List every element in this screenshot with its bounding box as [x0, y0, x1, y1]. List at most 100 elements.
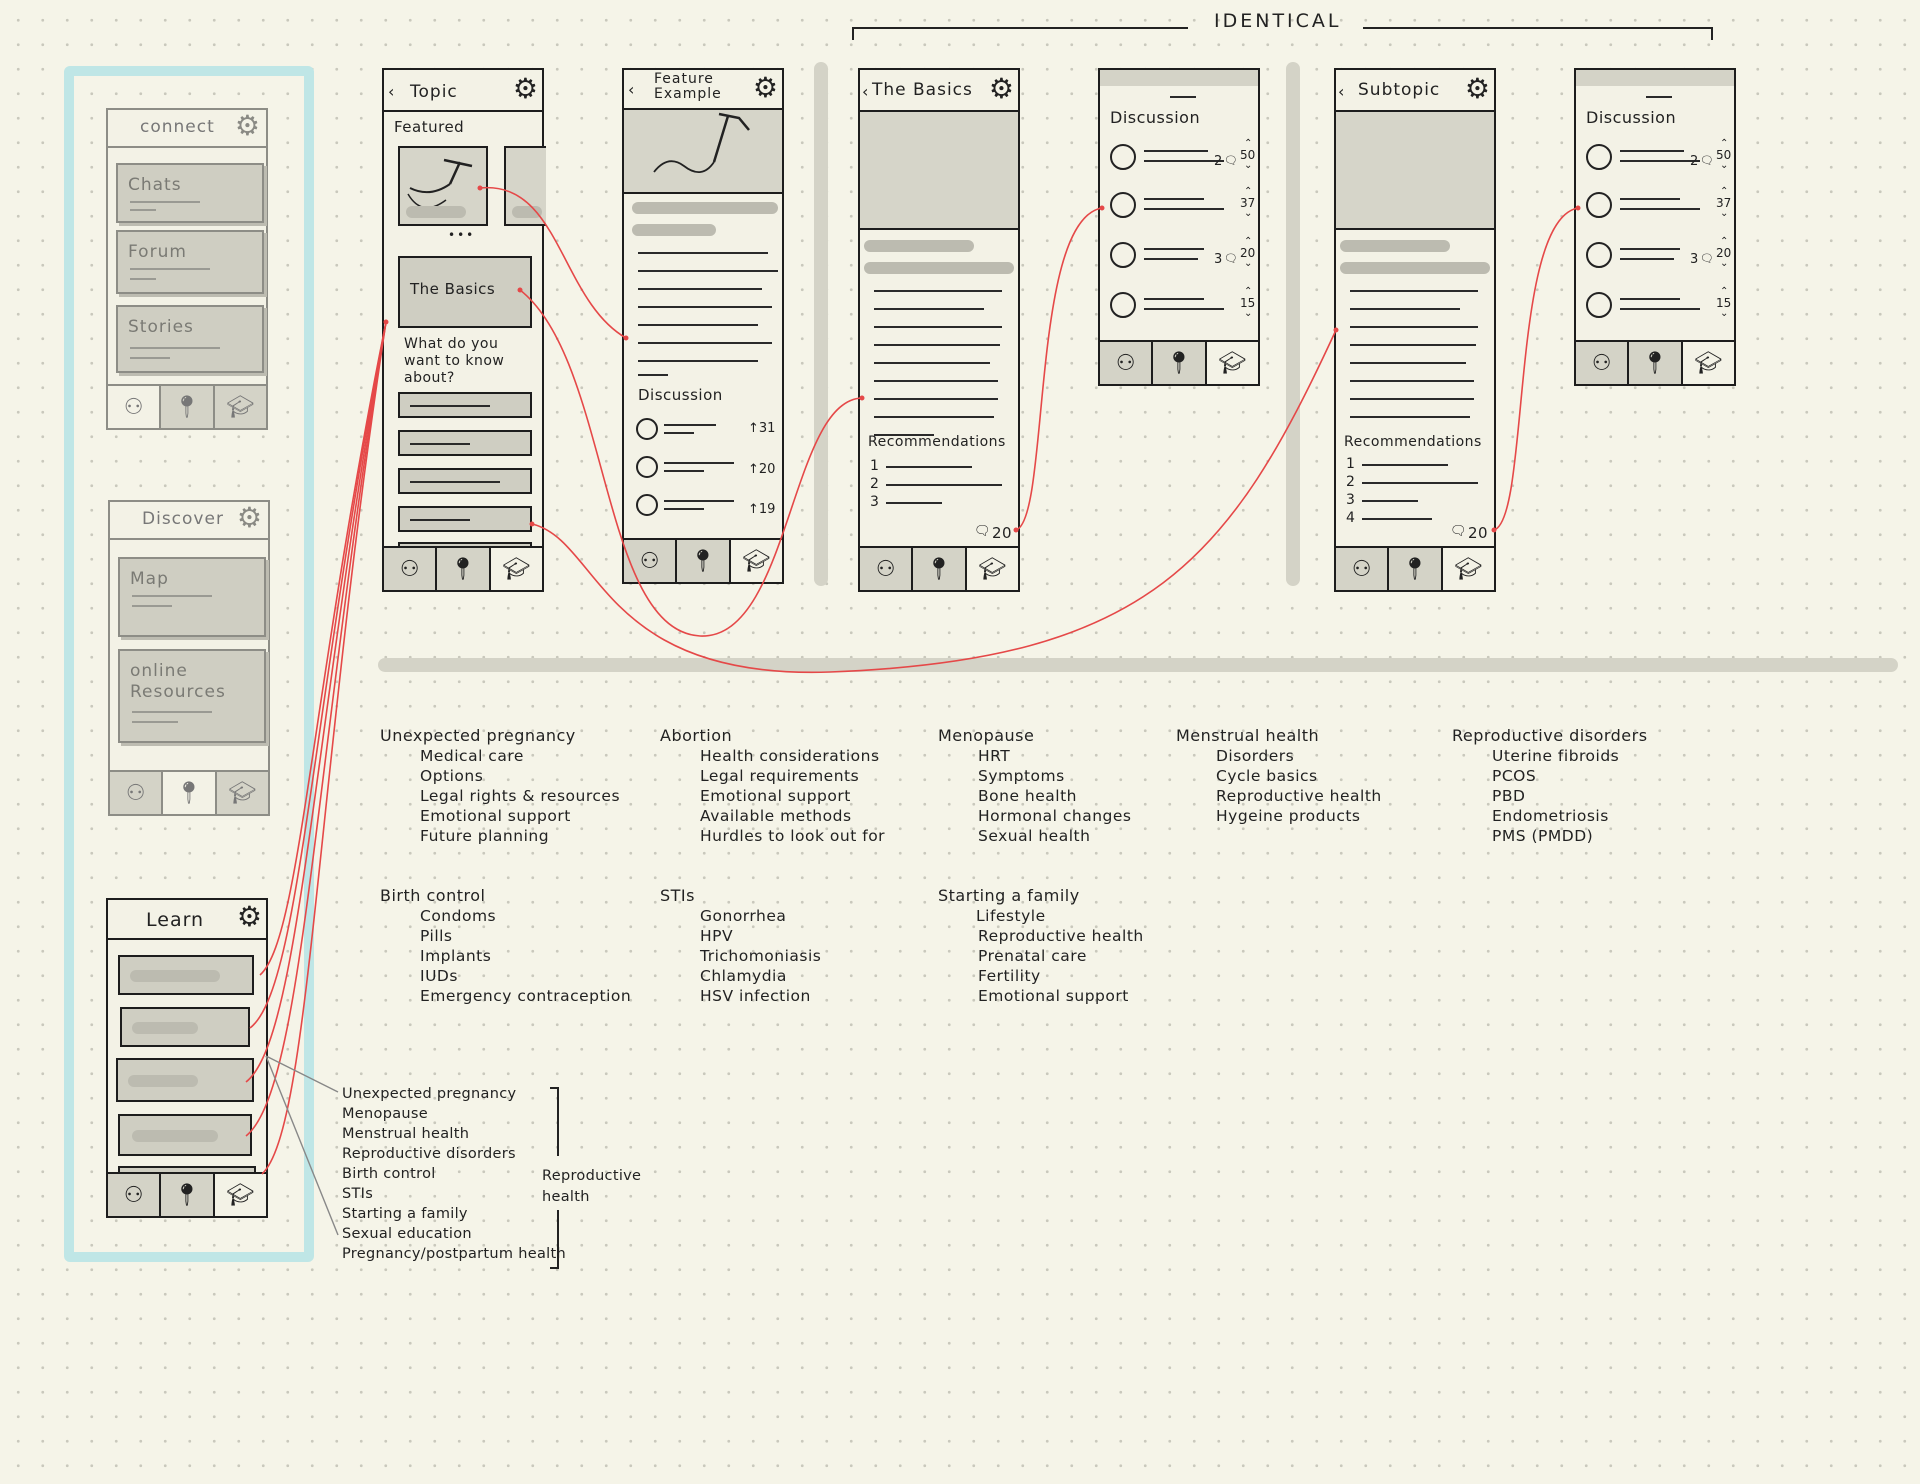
graduation-cap-icon[interactable]: 🎓︎ — [214, 386, 266, 428]
gear-icon[interactable]: ⚙ — [236, 501, 262, 534]
comment-icon[interactable]: 🗨︎ — [974, 524, 992, 539]
comment-count[interactable]: 3 — [1214, 252, 1223, 267]
upvote-icon[interactable]: ⌃ — [1720, 286, 1729, 297]
discover-screen: Discover ⚙ Map online Resources ⚇ 📍︎ 🎓︎ — [108, 500, 270, 816]
map-pin-icon[interactable]: 📍︎ — [163, 772, 217, 814]
comment-icon[interactable]: 🗨︎ — [1224, 252, 1238, 265]
comment-icon[interactable]: 🗨︎ — [1700, 154, 1714, 167]
graduation-cap-icon[interactable]: 🎓︎ — [966, 548, 1018, 590]
vote-count[interactable]: ↑19 — [748, 502, 776, 517]
comment-count[interactable]: 20 — [1468, 524, 1489, 542]
gear-icon[interactable]: ⚙ — [512, 72, 538, 105]
downvote-icon[interactable]: ⌄ — [1720, 258, 1729, 269]
graduation-cap-icon[interactable]: 🎓︎ — [490, 548, 542, 590]
map-pin-icon[interactable]: 📍︎ — [437, 548, 491, 590]
upvote-icon[interactable]: ⌃ — [1244, 286, 1253, 297]
comment-count[interactable]: 20 — [992, 524, 1013, 542]
comment-count[interactable]: 2 — [1214, 154, 1223, 169]
back-icon[interactable]: ‹ — [862, 82, 869, 101]
upvote-icon[interactable]: ⌃ — [1244, 236, 1253, 247]
downvote-icon[interactable]: ⌄ — [1720, 308, 1729, 319]
people-icon[interactable]: ⚇ — [384, 548, 438, 590]
stories-card[interactable]: Stories — [116, 305, 264, 373]
downvote-icon[interactable]: ⌄ — [1244, 208, 1253, 219]
question-option-3[interactable] — [398, 468, 532, 494]
learn-topic-4[interactable] — [118, 1114, 252, 1156]
map-pin-icon[interactable]: 📍︎ — [677, 540, 731, 582]
topic-group: Birth control Condoms Pills Implants IUD… — [380, 886, 631, 1006]
topic-heading: Starting a family — [938, 886, 1080, 905]
subtopic-item: Hormonal changes — [978, 807, 1132, 825]
vote-count[interactable]: ↑20 — [748, 462, 776, 477]
downvote-icon[interactable]: ⌄ — [1720, 208, 1729, 219]
downvote-icon[interactable]: ⌄ — [1720, 160, 1729, 171]
people-icon[interactable]: ⚇ — [860, 548, 914, 590]
upvote-icon[interactable]: ⌃ — [1720, 186, 1729, 197]
map-pin-icon[interactable]: 📍︎ — [913, 548, 967, 590]
vote-count[interactable]: ↑31 — [748, 421, 776, 436]
map-pin-icon[interactable]: 📍︎ — [1389, 548, 1443, 590]
map-pin-icon[interactable]: 📍︎ — [161, 1174, 215, 1216]
question-option-4[interactable] — [398, 506, 532, 532]
comment-count[interactable]: 2 — [1690, 154, 1699, 169]
downvote-icon[interactable]: ⌄ — [1244, 308, 1253, 319]
learn-topic-2[interactable] — [120, 1007, 250, 1047]
topic-group: STIs Gonorrhea HPV Trichomoniasis Chlamy… — [660, 886, 821, 1006]
upvote-icon[interactable]: ⌃ — [1244, 138, 1253, 149]
comment-icon[interactable]: 🗨︎ — [1450, 524, 1468, 539]
comment-icon[interactable]: 🗨︎ — [1700, 252, 1714, 265]
comment-count[interactable]: 3 — [1690, 252, 1699, 267]
graduation-cap-icon[interactable]: 🎓︎ — [1682, 342, 1734, 384]
the-basics-card[interactable]: The Basics — [398, 256, 532, 328]
gear-icon[interactable]: ⚙ — [752, 71, 778, 104]
question-option-2[interactable] — [398, 430, 532, 456]
topic-heading: STIs — [660, 886, 695, 905]
featured-card[interactable] — [398, 146, 488, 226]
gear-icon[interactable]: ⚙ — [1464, 72, 1490, 105]
map-card[interactable]: Map — [118, 557, 266, 637]
upvote-icon[interactable]: ⌃ — [1720, 236, 1729, 247]
people-icon[interactable]: ⚇ — [1336, 548, 1390, 590]
forum-card[interactable]: Forum — [116, 230, 264, 294]
online-resources-card[interactable]: online Resources — [118, 649, 266, 743]
people-icon[interactable]: ⚇ — [1576, 342, 1630, 384]
learn-topic-5[interactable] — [118, 1166, 256, 1176]
people-icon[interactable]: ⚇ — [108, 1174, 162, 1216]
map-pin-icon[interactable]: 📍︎ — [1629, 342, 1683, 384]
back-icon[interactable]: ‹ — [388, 82, 395, 101]
people-icon[interactable]: ⚇ — [110, 772, 164, 814]
feature-hero-image — [624, 110, 782, 194]
subtopic-item: Hurdles to look out for — [700, 827, 886, 845]
learn-topic-3[interactable] — [116, 1058, 254, 1102]
people-icon[interactable]: ⚇ — [624, 540, 678, 582]
graduation-cap-icon[interactable]: 🎓︎ — [1206, 342, 1258, 384]
gear-icon[interactable]: ⚙ — [234, 109, 260, 142]
chats-card[interactable]: Chats — [116, 163, 264, 223]
back-icon[interactable]: ‹ — [1338, 82, 1345, 101]
gear-icon[interactable]: ⚙ — [236, 900, 262, 933]
graduation-cap-icon[interactable]: 🎓︎ — [216, 772, 268, 814]
learn-topic-note: Pregnancy/postpartum health — [342, 1246, 566, 1262]
discussion-label: Discussion — [638, 386, 723, 404]
comment-icon[interactable]: 🗨︎ — [1224, 154, 1238, 167]
gear-icon[interactable]: ⚙ — [988, 72, 1014, 105]
upvote-icon[interactable]: ⌃ — [1244, 186, 1253, 197]
question-option-1[interactable] — [398, 392, 532, 418]
map-pin-icon[interactable]: 📍︎ — [161, 386, 215, 428]
people-icon[interactable]: ⚇ — [108, 386, 162, 428]
downvote-icon[interactable]: ⌄ — [1244, 160, 1253, 171]
back-icon[interactable]: ‹ — [628, 80, 635, 99]
downvote-icon[interactable]: ⌄ — [1244, 258, 1253, 269]
identical-label: IDENTICAL — [1214, 10, 1342, 32]
recommendations-label: Recommendations — [1344, 434, 1482, 450]
learn-topic-1[interactable] — [118, 955, 254, 995]
question-label: What do you want to know about? — [404, 336, 505, 386]
people-icon[interactable]: ⚇ — [1100, 342, 1154, 384]
map-pin-icon[interactable]: 📍︎ — [1153, 342, 1207, 384]
user-avatar-icon — [1586, 192, 1612, 218]
graduation-cap-icon[interactable]: 🎓︎ — [214, 1174, 266, 1216]
discover-title: Discover — [142, 509, 224, 529]
graduation-cap-icon[interactable]: 🎓︎ — [1442, 548, 1494, 590]
upvote-icon[interactable]: ⌃ — [1720, 138, 1729, 149]
featured-card-next[interactable] — [504, 146, 546, 226]
